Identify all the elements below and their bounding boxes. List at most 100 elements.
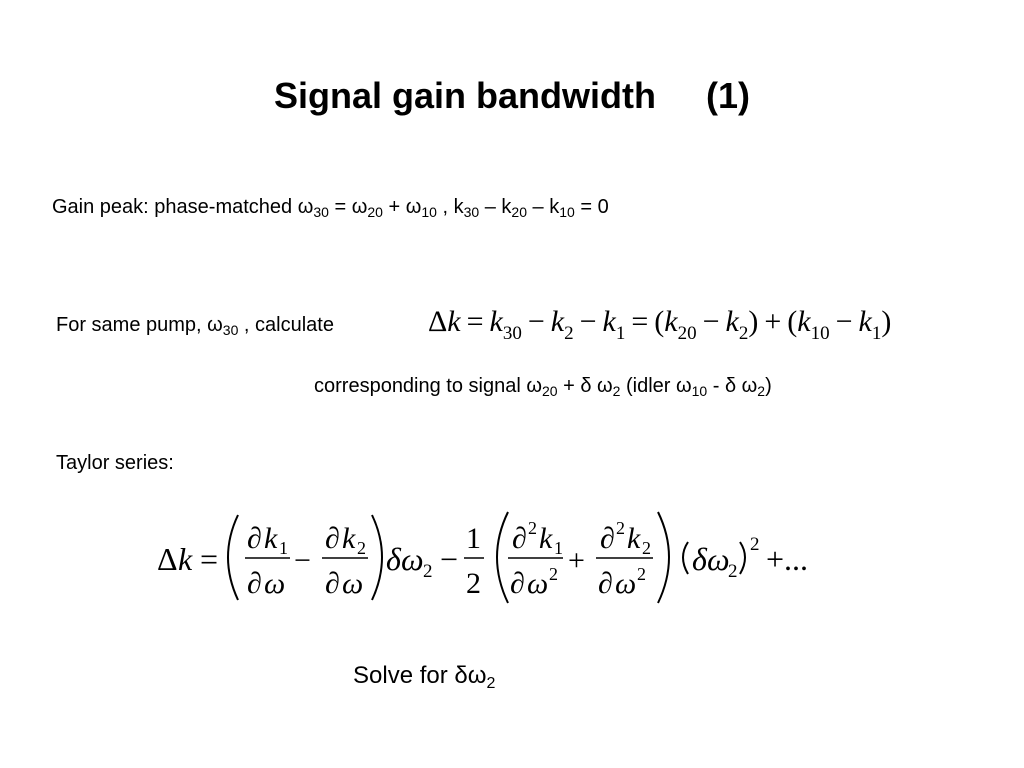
subscript: 20 xyxy=(511,204,527,220)
k-var: k xyxy=(447,305,461,338)
k-var: k xyxy=(602,305,616,338)
k-var: k xyxy=(627,522,641,555)
subscript: 2 xyxy=(486,675,496,692)
minus-sign: − xyxy=(294,544,311,577)
pump-tail: , calculate xyxy=(238,314,334,336)
delta-var: δ xyxy=(692,541,708,577)
subscript: 30 xyxy=(222,322,239,338)
subscript: 1 xyxy=(615,323,626,344)
minus-sign: − xyxy=(702,305,720,338)
partial-symbol: ∂ xyxy=(510,567,525,600)
omega-var: ω xyxy=(264,567,285,600)
equation-part: + ω xyxy=(382,196,422,218)
equation-part: - δ ω xyxy=(707,375,758,397)
right-paren xyxy=(657,511,670,604)
subscript: 20 xyxy=(541,383,558,399)
partial-symbol: ∂ xyxy=(600,522,615,555)
equation-part: – k xyxy=(479,196,512,218)
paren: ) xyxy=(748,305,759,338)
minus-sign: − xyxy=(579,305,597,338)
subscript: 2 xyxy=(738,323,749,344)
subscript: 1 xyxy=(554,538,563,558)
taylor-label: Taylor series: xyxy=(56,452,174,474)
equation-part: ) xyxy=(765,375,772,397)
k-var: k xyxy=(858,305,872,338)
superscript: 2 xyxy=(750,534,760,555)
equation-part: – k xyxy=(526,196,560,218)
gain-peak-line: Gain peak: phase-matched ω30 = ω20 + ω10… xyxy=(52,195,609,219)
omega-var: ω xyxy=(527,567,548,600)
subscript: 10 xyxy=(691,383,708,399)
pump-label: For same pump, ω xyxy=(56,314,223,336)
equation-part: + δ ω xyxy=(557,375,613,397)
minus-sign: − xyxy=(440,541,458,577)
idler-text: (idler ω xyxy=(620,375,692,397)
k-var: k xyxy=(664,305,678,338)
k-var: k xyxy=(342,522,356,555)
omega-var: ω xyxy=(401,541,424,577)
subscript: 10 xyxy=(810,323,830,344)
subscript: 2 xyxy=(564,323,574,344)
paren: ) xyxy=(881,305,892,338)
subscript: 2 xyxy=(423,561,433,582)
subscript: 10 xyxy=(559,204,575,220)
subscript: 1 xyxy=(279,538,288,558)
corresponding-text: corresponding to signal ω xyxy=(314,375,542,397)
partial-symbol: ∂ xyxy=(598,567,613,600)
lhs-k: k xyxy=(178,541,193,577)
numerator-one: 1 xyxy=(466,522,481,555)
omega-var: ω xyxy=(615,567,636,600)
delta-k-equation: Δk=k30−k2−k1=(k20−k2)+(k10−k1) xyxy=(428,304,892,343)
subscript: 10 xyxy=(421,204,437,220)
slide-title: Signal gain bandwidth(1) xyxy=(0,74,1024,118)
equals-sign: = xyxy=(466,305,484,338)
k-var: k xyxy=(264,522,278,555)
subscript: 2 xyxy=(642,538,651,558)
k-var: k xyxy=(550,305,565,338)
minus-sign: − xyxy=(527,305,545,338)
partial-symbol: ∂ xyxy=(247,522,262,555)
subscript: 1 xyxy=(871,323,882,344)
plus-sign: + xyxy=(568,544,585,577)
k-var: k xyxy=(489,305,503,338)
title-text: Signal gain bandwidth xyxy=(274,75,656,116)
subscript: 20 xyxy=(367,204,383,220)
partial-symbol: ∂ xyxy=(512,522,527,555)
plus-sign: + xyxy=(764,305,782,338)
equation-part: = ω xyxy=(328,196,368,218)
partial-symbol: ∂ xyxy=(325,522,340,555)
minus-sign: − xyxy=(835,305,853,338)
partial-symbol: ∂ xyxy=(247,567,262,600)
k-var: k xyxy=(539,522,553,555)
subscript: 30 xyxy=(313,204,329,220)
superscript: 2 xyxy=(637,564,646,584)
subscript: 2 xyxy=(357,538,366,558)
right-paren xyxy=(739,541,746,575)
paren: ( xyxy=(787,305,798,338)
subscript: 20 xyxy=(677,323,697,344)
superscript: 2 xyxy=(616,518,625,538)
pump-line: For same pump, ω30 , calculate xyxy=(56,313,334,337)
omega-symbol: ω xyxy=(297,196,314,218)
equation-part: = 0 xyxy=(574,196,609,218)
denominator-two: 2 xyxy=(466,567,481,600)
paren: ( xyxy=(654,305,665,338)
subscript: 2 xyxy=(612,383,621,399)
continuation: +... xyxy=(766,541,808,577)
delta-var: δ xyxy=(386,541,402,577)
subscript: 30 xyxy=(463,204,480,220)
equals-sign: = xyxy=(200,541,218,577)
left-paren xyxy=(227,514,239,601)
superscript: 2 xyxy=(528,518,537,538)
superscript: 2 xyxy=(549,564,558,584)
solve-text: Solve for δω xyxy=(353,662,487,689)
lhs-delta: Δ xyxy=(157,541,178,577)
subscript: 2 xyxy=(757,383,766,399)
subscript: 2 xyxy=(728,561,738,582)
equation-part: , k xyxy=(436,196,464,218)
omega-var: ω xyxy=(707,541,730,577)
gain-peak-label: Gain peak: phase-matched xyxy=(52,196,298,218)
subscript: 30 xyxy=(502,323,522,344)
right-paren xyxy=(371,514,383,601)
